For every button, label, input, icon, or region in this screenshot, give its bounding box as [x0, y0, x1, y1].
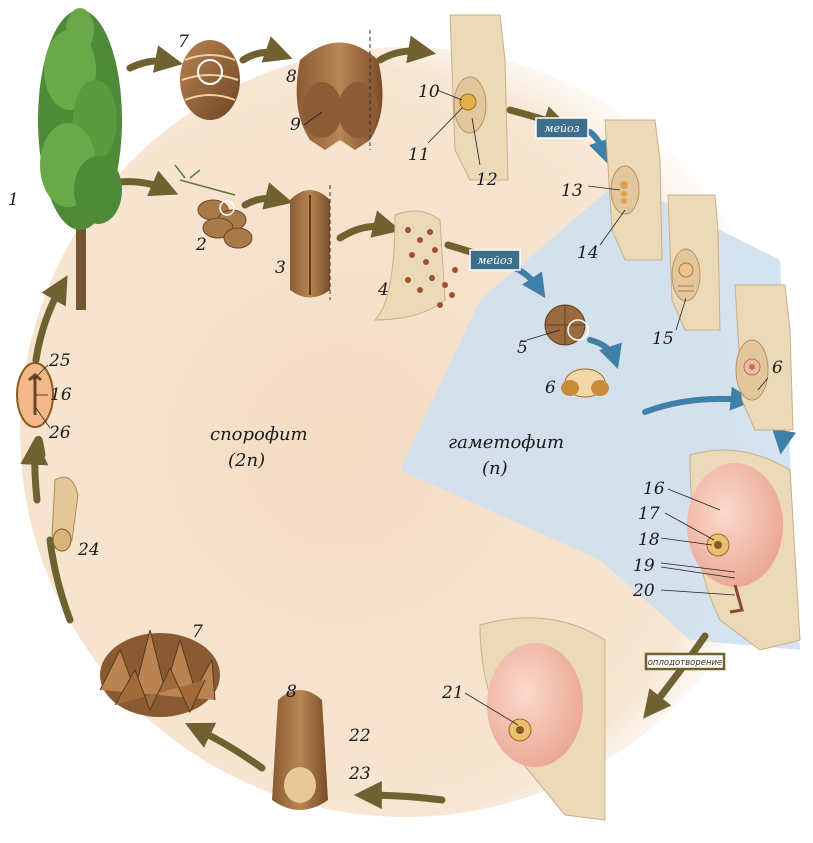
meiosis-box-male: мейоз — [470, 250, 520, 270]
gametophyte-label: гаметофит — [448, 432, 564, 453]
ovuliferous-scale-icon — [297, 30, 383, 150]
label-17: 17 — [638, 504, 660, 524]
ovule-icon — [450, 15, 508, 180]
arrow-seed-up — [38, 439, 42, 455]
arrow-tree-to-female-cone — [130, 61, 172, 68]
label-5: 5 — [517, 338, 528, 358]
label-7a: 7 — [178, 32, 189, 52]
label-19: 19 — [633, 556, 655, 576]
label-1: 1 — [8, 190, 19, 210]
svg-text:мейоз: мейоз — [477, 254, 512, 267]
label-11: 11 — [408, 145, 430, 165]
label-8a: 8 — [286, 67, 297, 87]
seed-scale-icon — [272, 690, 328, 810]
label-20: 20 — [632, 581, 655, 601]
label-14: 14 — [577, 243, 599, 263]
female-cone-icon — [180, 40, 240, 120]
label-25: 25 — [48, 351, 71, 371]
fertilization-box: оплодотворение — [646, 654, 724, 669]
label-15: 15 — [652, 329, 674, 349]
label-24: 24 — [77, 540, 100, 560]
label-13: 13 — [561, 181, 583, 201]
sporophyte-ploidy: (2n) — [228, 450, 265, 471]
label-3: 3 — [275, 258, 286, 278]
arrow-seed-to-seedling — [35, 448, 37, 500]
gametophyte-ploidy: (n) — [482, 458, 508, 479]
label-16b: 16 — [50, 385, 72, 405]
sporophyte-label: спорофит — [210, 424, 308, 445]
label-18: 18 — [638, 530, 660, 550]
microsporophyll-icon — [290, 185, 330, 300]
female-gametophyte-ovule-icon — [668, 195, 720, 330]
label-22: 22 — [348, 726, 371, 746]
label-8b: 8 — [286, 682, 297, 702]
svg-text:оплодотворение: оплодотворение — [648, 658, 723, 668]
label-2: 2 — [195, 235, 207, 255]
label-12: 12 — [476, 170, 498, 190]
label-4: 4 — [377, 280, 389, 300]
label-23: 23 — [348, 764, 371, 784]
meiosis-box-female: мейоз — [536, 118, 588, 138]
label-26: 26 — [48, 423, 71, 443]
label-6b: 6 — [772, 358, 783, 378]
label-6a: 6 — [545, 378, 556, 398]
arrow-female-cone-to-scale — [243, 52, 282, 60]
label-9: 9 — [290, 115, 301, 135]
label-16a: 16 — [643, 479, 665, 499]
label-10: 10 — [418, 82, 440, 102]
svg-text:мейоз: мейоз — [544, 122, 579, 135]
label-7b: 7 — [192, 622, 203, 642]
label-21: 21 — [441, 683, 464, 703]
